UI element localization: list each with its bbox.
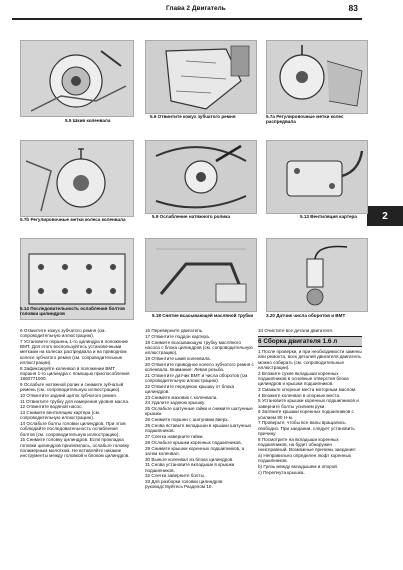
paragraph: 20 Отвинтите приводное колесо зубчатого … — [145, 361, 254, 372]
paragraph: 8 Посмотрите на вкладыши коренных подшип… — [258, 436, 356, 453]
paragraph: 27 Слегка наверните гайки. — [145, 433, 204, 439]
figure-caption: 5.14 Последовательность ослабления болто… — [20, 306, 125, 317]
paragraph: 21 Отвинтите датчик ВМТ и числа оборотов… — [145, 372, 249, 383]
paragraph: 13 Снимите вентиляцию картера (см. сопро… — [20, 410, 101, 421]
paragraph: 18 Снимите всасывающую трубку масляного … — [145, 339, 253, 355]
paragraph: 2 Вложите сухие вкладыши коренных подшип… — [258, 370, 349, 387]
paragraph: 4 Вложите коленвал в опорные места. — [258, 392, 341, 398]
chapter-tab: 2 — [367, 206, 403, 226]
paragraph: 23 Снимите маховик с коленвала. — [145, 394, 218, 400]
paragraph: 31 Снова установите вкладыши в крышки по… — [145, 462, 235, 473]
paragraph: 5 Установите крышки коренных подшипников… — [258, 398, 359, 409]
paragraph: 6 Отвинтите кожух зубчатого ремня (см. с… — [20, 328, 106, 339]
paragraph: 30 Выньте коленвал из блока цилиндров. — [145, 456, 234, 462]
text-column-1: 6 Отвинтите кожух зубчатого ремня (см. с… — [20, 328, 130, 459]
hint-item: b) Грязь между вкладышем и опорой. — [258, 463, 339, 469]
crankshaft-marks-drawing — [21, 141, 133, 216]
paragraph: 14 Ослабьте болты головки цилиндров. При… — [20, 421, 126, 437]
figure-caption: 5.18 Снятие всасывающей масляной трубки — [152, 313, 254, 318]
paragraph: 3 Смажьте опорные места моторным маслом. — [258, 386, 357, 392]
paragraph: 22 Отвинтите переднюю крышку от блока ци… — [145, 383, 234, 394]
paragraph: 26 Снимите поршни с шатунами вверх. — [145, 417, 229, 423]
timing-belt-cover-drawing — [146, 41, 256, 113]
paragraph: 25 Ослабьте шатунные гайки и снимите шат… — [145, 406, 253, 417]
paragraph: 16 Переверните двигатель. — [145, 328, 204, 333]
paragraph: 15 Снимите головку цилиндров. Если прокл… — [20, 437, 130, 459]
paragraph: 34 Очистите все детали двигателя. — [258, 328, 334, 333]
paragraph: 10 Отвинтите задний щиток зубчатого ремн… — [20, 392, 117, 398]
paragraph: 33 Для разборки головки цилиндров руково… — [145, 479, 223, 490]
paragraph: 28 Ослабьте крышки коренных подшипников. — [145, 439, 242, 445]
camshaft-marks-drawing — [267, 41, 367, 113]
paragraph: 26 Снова вставьте вкладыши в крышки шату… — [145, 422, 252, 434]
hint-item: с) Перепнута крышка. — [258, 469, 305, 475]
figure-5-14 — [20, 238, 134, 320]
paragraph: 32 Слегка заверните болты. — [145, 473, 206, 479]
paragraph: 12 Отвинтите водяной насос. — [20, 404, 83, 410]
figure-5-6 — [145, 40, 257, 114]
figure-caption: 5.9 Ослабление натяжного ролика — [152, 214, 230, 219]
figure-caption: 5.5 Шкив коленвала — [65, 118, 111, 123]
figure-caption: 5.7а Регулировочные метки колес распредв… — [266, 114, 344, 125]
figure-3-20 — [266, 238, 368, 312]
paragraph: 29 Снимите крышки коренных подшипников, … — [145, 445, 245, 456]
figure-5-5 — [20, 40, 134, 117]
text-column-3: 34 Очистите все детали двигателя. 6 Сбор… — [258, 328, 362, 475]
chapter-title: Глава 2 Двигатель — [166, 5, 226, 12]
paragraph: 7 Проверьте, чтобы все валы вращались св… — [258, 420, 355, 436]
paragraph: 8 Зафиксируйте коленвал в положении ВМТ … — [20, 365, 130, 382]
speed-sensor-drawing — [267, 239, 367, 311]
paragraph: 1 После проверки, и при необходимости за… — [258, 349, 362, 370]
figure-caption: 5.13 Вентиляция картера — [300, 214, 357, 219]
paragraph: 17 Отвинтите поддон картера. — [145, 333, 210, 339]
figure-5-13 — [266, 140, 368, 214]
figure-5-18 — [145, 238, 257, 312]
page-header: Глава 2 Двигатель 83 — [12, 2, 362, 20]
text-column-2: 16 Переверните двигатель. 17 Отвинтите п… — [145, 328, 255, 490]
oil-pickup-tube-drawing — [146, 239, 256, 311]
paragraph: 24 Удалите заднюю крышку. — [145, 400, 206, 406]
paragraph: 9 Ослабьте натяжной ролик и снимите зубч… — [20, 381, 124, 393]
paragraph: 11 Отвинтите трубку для измерения уровня… — [20, 398, 130, 404]
crankshaft-pulley-drawing — [21, 41, 133, 116]
figure-5-9 — [145, 140, 257, 214]
figure-caption: 5.6 Отвинтите кожух зубчатого ремня — [150, 114, 236, 119]
paragraph: 7 Установите поршень 1-го цилиндра в пол… — [20, 339, 129, 365]
figure-caption: 5.7b Регулировочные метки колеса коленва… — [20, 217, 126, 222]
page-number: 83 — [348, 3, 358, 13]
figure-5-7a — [266, 40, 368, 114]
section-heading: 6 Сборка двигателя 1.6 л — [258, 336, 362, 348]
paragraph: 19 Отвинтите шкив коленвала. — [145, 355, 211, 361]
paragraph: 6 Затяните крышки коренных подшипников с… — [258, 409, 354, 420]
cylinder-head-bolts-drawing — [21, 239, 133, 319]
crankcase-ventilation-drawing — [267, 141, 367, 213]
figure-5-7b — [20, 140, 134, 217]
tensioner-roller-drawing — [146, 141, 256, 213]
hint-item: а) Неправильно определен люфт коренных п… — [258, 452, 352, 464]
figure-caption: 3.20 Датчик числа оборотов и ВМТ — [266, 313, 346, 318]
